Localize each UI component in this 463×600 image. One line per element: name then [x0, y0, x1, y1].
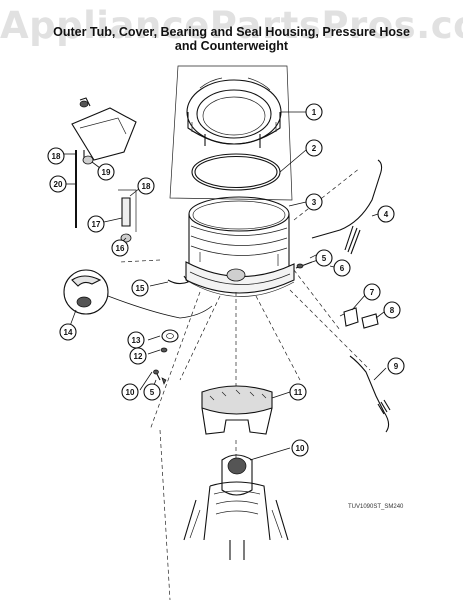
svg-text:19: 19	[102, 168, 111, 177]
leader-13	[147, 335, 161, 341]
part-hose-detail	[63, 269, 213, 319]
callout-19: 19	[97, 163, 115, 181]
callout-10: 10	[291, 439, 309, 457]
callout-20: 20	[49, 175, 67, 193]
svg-text:3: 3	[312, 198, 317, 207]
svg-text:4: 4	[384, 210, 389, 219]
svg-text:14: 14	[64, 328, 73, 337]
leader-7	[351, 293, 367, 311]
leader-2	[279, 149, 307, 173]
svg-text:5: 5	[322, 254, 327, 263]
part-pressure-hose	[118, 189, 137, 243]
callout-11: 11	[289, 383, 307, 401]
part-counterweight	[201, 385, 273, 435]
leader-17	[103, 217, 123, 223]
callout-16: 16	[111, 239, 129, 257]
svg-text:7: 7	[370, 288, 375, 297]
svg-text:18: 18	[52, 152, 61, 161]
callout-15: 15	[131, 279, 149, 297]
svg-text:9: 9	[394, 362, 399, 371]
svg-text:10: 10	[126, 388, 135, 397]
leader-3	[288, 201, 307, 207]
leader-9	[373, 367, 387, 381]
svg-text:8: 8	[390, 306, 395, 315]
part-bracket	[339, 307, 379, 329]
svg-text:1: 1	[312, 108, 317, 117]
callout-3: 3	[305, 193, 323, 211]
callout-10-lower: 10	[121, 383, 139, 401]
diagram-title-line-1: Outer Tub, Cover, Bearing and Seal Housi…	[53, 25, 410, 39]
leader-15	[149, 281, 169, 287]
svg-text:13: 13	[132, 336, 141, 345]
svg-text:18: 18	[142, 182, 151, 191]
part-spring-lower	[349, 355, 391, 433]
part-washers	[160, 329, 179, 353]
svg-text:15: 15	[136, 284, 145, 293]
part-hose	[167, 275, 189, 285]
callout-13: 13	[127, 331, 145, 349]
callout-5-lower: 5	[143, 383, 161, 401]
callout-12: 12	[129, 347, 147, 365]
callout-2: 2	[305, 139, 323, 157]
callout-4: 4	[377, 205, 395, 223]
leader-4	[371, 213, 379, 217]
cover-enclosure	[169, 65, 293, 201]
svg-text:2: 2	[312, 144, 317, 153]
leader-10	[249, 447, 291, 461]
callout-6: 6	[333, 259, 351, 277]
callout-5: 5	[315, 249, 333, 267]
callout-8: 8	[383, 301, 401, 319]
svg-text:16: 16	[116, 244, 125, 253]
part-bearing-housing	[183, 454, 289, 560]
svg-text:6: 6	[340, 264, 345, 273]
drawing-code: TUV1090ST_SM240	[348, 504, 404, 510]
callout-7: 7	[363, 283, 381, 301]
part-tub-seal	[191, 153, 281, 191]
diagram-title-line-2: and Counterweight	[174, 39, 289, 53]
leader-14	[69, 309, 77, 327]
part-outer-tub	[185, 196, 295, 297]
callout-18-left: 18	[47, 147, 65, 165]
svg-text:12: 12	[134, 352, 143, 361]
callout-18-right: 18	[137, 177, 155, 195]
callout-1: 1	[305, 103, 323, 121]
part-pressure-bracket	[71, 97, 137, 228]
svg-text:5: 5	[150, 388, 155, 397]
callout-14: 14	[59, 323, 77, 341]
svg-text:11: 11	[294, 388, 303, 397]
leader-8	[375, 311, 385, 319]
leader-11	[271, 391, 291, 399]
svg-text:17: 17	[92, 220, 101, 229]
callout-9: 9	[387, 357, 405, 375]
leader-19	[91, 161, 101, 169]
svg-text:10: 10	[296, 444, 305, 453]
leader-12	[147, 349, 161, 355]
part-tub-cover	[186, 77, 282, 148]
svg-text:20: 20	[54, 180, 63, 189]
part-spring-upper	[311, 159, 383, 255]
part-lower-bolts	[153, 369, 167, 385]
leader-10b	[139, 371, 153, 391]
callout-17: 17	[87, 215, 105, 233]
